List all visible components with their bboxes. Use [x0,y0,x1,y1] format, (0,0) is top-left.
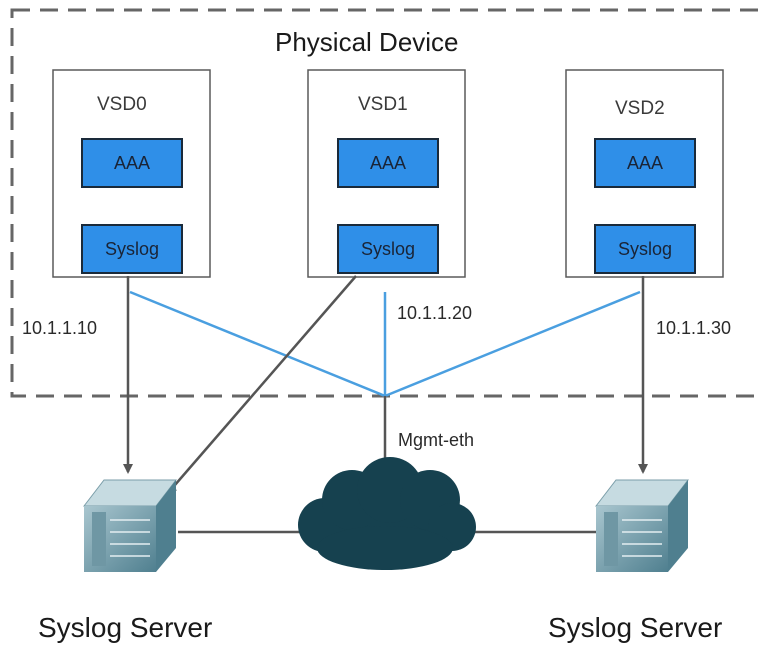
mgmt-link-vsd2 [384,290,641,398]
vsd1-aaa-module: AAA [337,138,439,188]
vsd0-ip-label: 10.1.1.10 [22,318,98,338]
vsd0-label: VSD0 [97,94,147,115]
vsd1-ip-label: 10.1.1.20 [397,303,473,323]
vsd2-label: VSD2 [615,98,665,119]
vsd2-syslog-module: Syslog [594,224,696,274]
vsd2-aaa-module: AAA [594,138,696,188]
mgmt-link-vsd0 [129,290,386,398]
vsd1-label: VSD1 [358,94,408,115]
syslog-server-left-label: Syslog Server [38,612,213,643]
vsd0-syslog-module: Syslog [81,224,183,274]
syslog-server-right-icon [594,479,690,572]
vsd0-aaa-module: AAA [81,138,183,188]
vsd2-ip-label: 10.1.1.30 [656,318,732,338]
syslog-server-left-icon [82,479,178,572]
physical-device-title: Physical Device [275,27,459,57]
mgmt-eth-label: Mgmt-eth [398,430,475,450]
network-cloud-icon [298,457,476,570]
syslog-server-right-label: Syslog Server [548,612,723,643]
vsd1-syslog-module: Syslog [337,224,439,274]
syslog-arrow-vsd1 [166,275,357,495]
